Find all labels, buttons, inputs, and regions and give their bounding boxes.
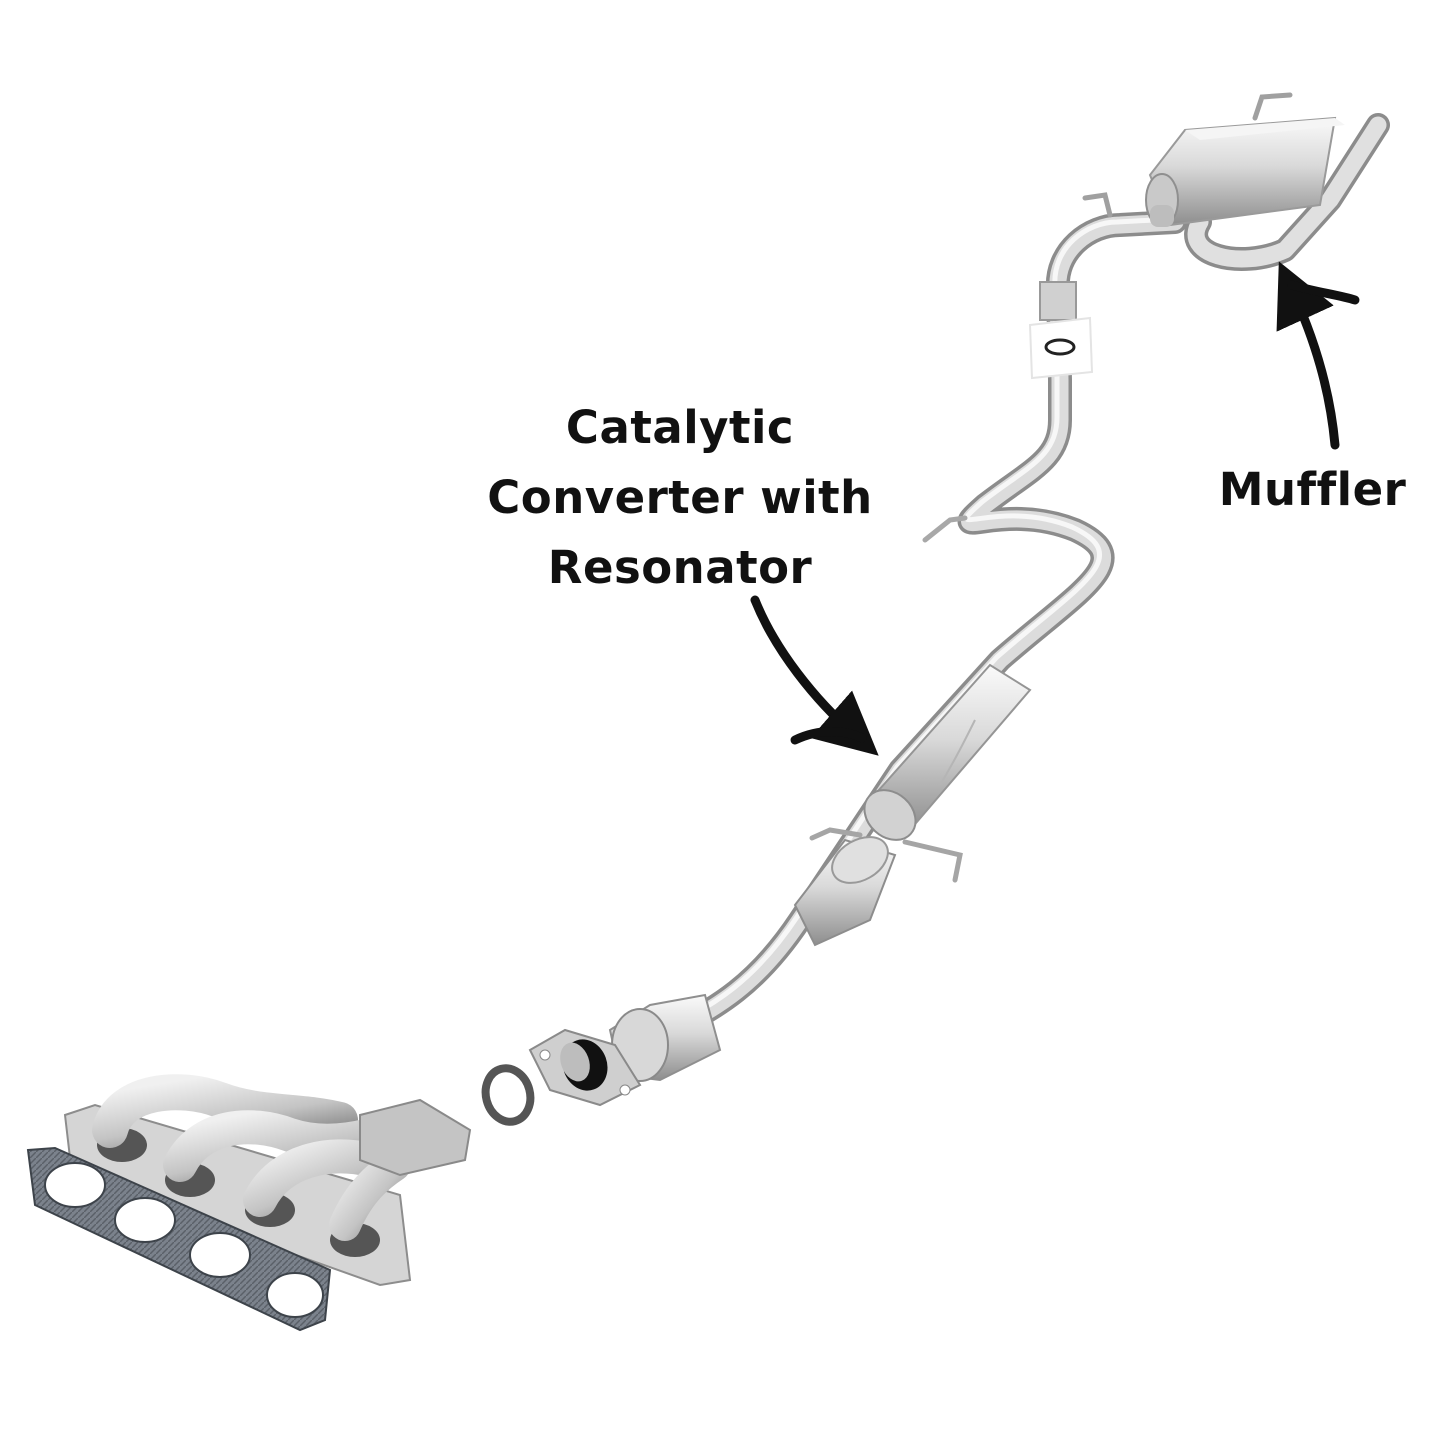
ring-gasket (481, 1064, 535, 1126)
catalytic-converter (793, 836, 897, 947)
exhaust-manifold (63, 1074, 472, 1287)
pipe-hanger (922, 515, 968, 543)
pipe-joint-clamp (1028, 281, 1094, 380)
pre-catalytic-converter (608, 993, 722, 1082)
catalytic-label-line-1: Catalytic (565, 401, 795, 454)
catalytic-label-line-3: Resonator (547, 541, 813, 594)
muffler-arrow-tail (1287, 280, 1360, 305)
muffler (1082, 92, 1345, 227)
resonator (863, 663, 1032, 841)
manifold-gasket (26, 1146, 332, 1332)
exhaust-pipe (638, 210, 1187, 1052)
muffler-label-text: Muffler (1218, 463, 1407, 516)
muffler-arrow (1276, 261, 1340, 450)
catalytic-converter-label: Catalytic Converter with Resonator (460, 393, 900, 603)
converter-hangers (809, 827, 963, 883)
muffler-label: Muffler (1200, 455, 1425, 525)
catalytic-arrow-tail (790, 727, 867, 745)
catalytic-label-line-2: Converter with (487, 471, 873, 524)
catalytic-converter-arrow (750, 595, 879, 756)
exhaust-flange (528, 1028, 642, 1107)
